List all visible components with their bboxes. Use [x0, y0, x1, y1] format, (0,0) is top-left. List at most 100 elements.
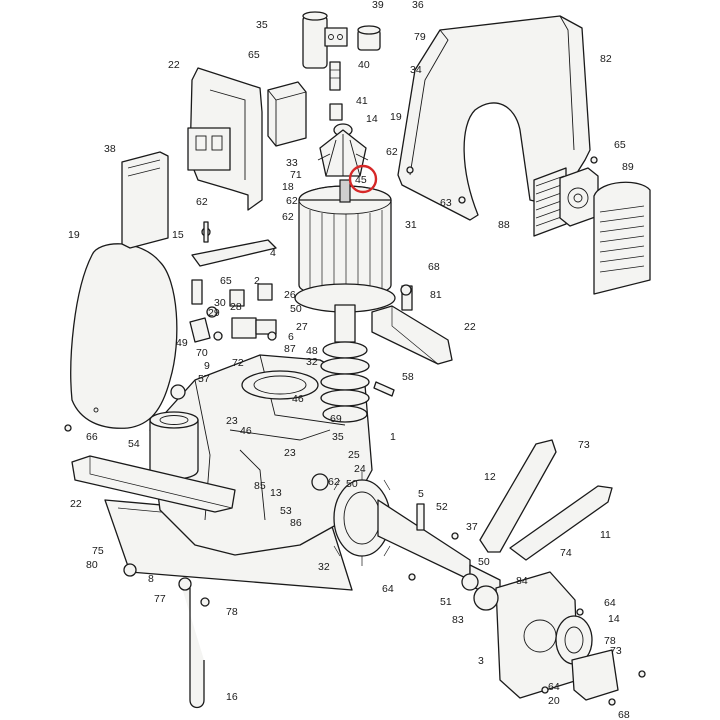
- callout-28: 27: [296, 321, 308, 333]
- callout-50a: 50: [346, 478, 358, 490]
- highlight-ring: [348, 164, 378, 194]
- callout-13: 14: [366, 113, 378, 125]
- callout-16: 16: [226, 691, 238, 703]
- callout-2: 2: [254, 275, 260, 287]
- callout-78-label: 78: [604, 635, 616, 647]
- capacitor: [302, 11, 328, 69]
- callout-82: 83: [452, 614, 464, 626]
- callout-50c: 51: [440, 596, 452, 608]
- electric-motor: [294, 179, 396, 313]
- callout-20-label: 20: [548, 695, 560, 707]
- callout-labels: 35 39 36 79 65 22 40 34 82 41 19 14 38 6…: [68, 0, 634, 720]
- cooling-fan: [317, 123, 369, 177]
- callout-23-label: 23: [284, 447, 296, 459]
- side-cover: [70, 243, 178, 429]
- limit-switch-block: [329, 103, 343, 121]
- highlighted-callout[interactable]: 45: [348, 164, 378, 194]
- callout-49: 50: [290, 303, 302, 315]
- callout-22b-label: 22: [70, 498, 82, 510]
- cam-and-switch-parts: [189, 221, 277, 343]
- callout-29: 28: [230, 301, 242, 313]
- callout-24: 23: [226, 415, 238, 427]
- callout-22a: 22: [464, 321, 476, 333]
- callout-75: 77: [154, 593, 166, 605]
- handle-bar-lower: [71, 455, 236, 513]
- terminal-block: [324, 27, 348, 47]
- callout-46b: 46: [240, 425, 252, 437]
- callout-8: 8: [148, 573, 154, 585]
- electronic-card: [121, 151, 169, 249]
- callout-38: 35: [256, 19, 268, 31]
- callout-1: 1: [390, 431, 396, 443]
- drive-gear: [333, 470, 391, 566]
- callout-65b: 65: [220, 275, 232, 287]
- output-shaft: [377, 499, 501, 599]
- callout-6: 6: [288, 331, 294, 343]
- callout-43: 40: [358, 59, 370, 71]
- callout-51: 52: [436, 501, 448, 513]
- connector-strip: [329, 61, 341, 91]
- callout-64b-label: 64: [548, 681, 560, 693]
- motor-shaft: [334, 304, 356, 343]
- callout-73b: 74: [560, 547, 572, 559]
- callout-62d: 62: [282, 211, 294, 223]
- callout-67: 68: [428, 261, 440, 273]
- callout-31: 30: [214, 297, 226, 309]
- callout-17: 18: [282, 181, 294, 193]
- callout-65: 65: [248, 49, 260, 61]
- control-board-bracket: [187, 67, 263, 211]
- callout-19-label: 19: [68, 229, 80, 241]
- callout-66a: 65: [614, 139, 626, 151]
- callout-42: 39: [372, 0, 384, 11]
- callout-11: 12: [484, 471, 496, 483]
- callout-14-label: 14: [608, 613, 620, 625]
- handle-bar-upper: [371, 305, 453, 365]
- transformer: [267, 81, 307, 147]
- callout-71a: 71: [290, 169, 302, 181]
- callout-10: 11: [600, 529, 611, 541]
- callout-72: 73: [610, 645, 622, 657]
- callout-3: 3: [478, 655, 484, 667]
- callout-69: 69: [330, 413, 342, 425]
- callout-36: 33: [286, 157, 298, 169]
- callout-18: 19: [390, 111, 402, 123]
- callout-35-label: 35: [332, 431, 344, 443]
- callout-40: 37: [466, 521, 478, 533]
- callout-87: 88: [498, 219, 510, 231]
- callout-26: 25: [348, 449, 360, 461]
- release-lever-11: [479, 439, 557, 553]
- callout-84: 85: [254, 480, 266, 492]
- callout-4: 4: [270, 247, 276, 259]
- callout-27: 26: [284, 289, 296, 301]
- callout-57: 58: [402, 371, 414, 383]
- callout-47: 48: [306, 345, 318, 357]
- callout-21: 22: [168, 59, 180, 71]
- callout-64a-label: 64: [604, 597, 616, 609]
- callout-9: 9: [204, 360, 210, 372]
- callout-33: 32: [306, 356, 318, 368]
- callout-86: 87: [284, 343, 296, 355]
- callout-76: 78: [226, 606, 238, 618]
- callout-30: 29: [208, 307, 220, 319]
- pinion-cover: [571, 649, 619, 701]
- callout-50b: 50: [478, 556, 490, 568]
- callout-71b: 72: [232, 357, 244, 369]
- callout-73a: 73: [578, 439, 590, 451]
- callout-58: 62: [328, 476, 340, 488]
- callout-62e: 63: [440, 197, 452, 209]
- callout-68-label: 68: [618, 709, 630, 720]
- cooling-fan-rear: [559, 167, 599, 227]
- release-lever-10: [509, 485, 613, 561]
- callout-52: 53: [280, 505, 292, 517]
- callout-70: 70: [196, 347, 208, 359]
- callout-62a: 62: [386, 146, 398, 158]
- callout-62b: 62: [196, 196, 208, 208]
- housing-boss: [149, 411, 199, 480]
- fasteners: [64, 156, 646, 709]
- callout-63: 64: [382, 583, 394, 595]
- callout-44: 41: [356, 95, 368, 107]
- callout-54: 57: [198, 373, 210, 385]
- callout-79: 80: [86, 559, 98, 571]
- callout-85: 86: [290, 517, 302, 529]
